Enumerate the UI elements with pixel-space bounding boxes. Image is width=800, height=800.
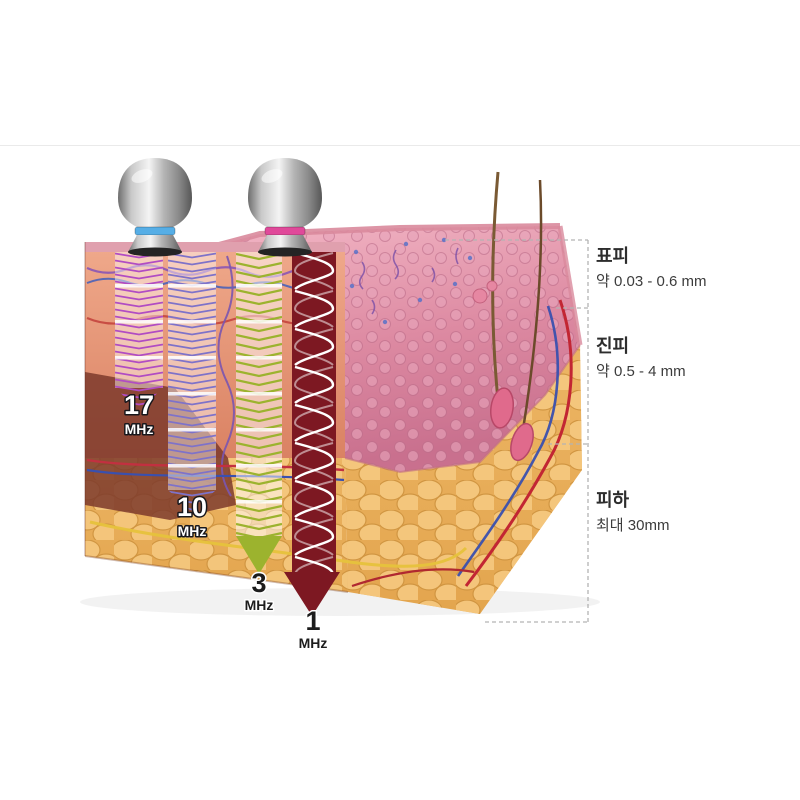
layer-label-epidermis: 표피 (596, 246, 629, 266)
left-transducer-dome (118, 158, 192, 227)
left-transducer-ring (134, 226, 176, 236)
blood-vessel-descending (217, 255, 235, 497)
freq-label-17: 17 (124, 390, 154, 420)
epidermis-edge-right (557, 225, 583, 346)
wave-1mhz-arrowhead (284, 572, 340, 616)
freq-unit-1: MHz (299, 635, 328, 651)
layer-label-dermis: 진피 (596, 336, 629, 356)
left-transducer-highlight (131, 169, 153, 183)
hair-strand-2 (520, 179, 543, 437)
hair-follicle-1 (490, 387, 514, 429)
wave-3mhz (236, 252, 282, 574)
right-fat-texture (345, 345, 582, 614)
sebaceous-gland-2 (486, 280, 498, 292)
wave-10mhz-gaps (168, 252, 216, 490)
layer-range-epidermis: 약 0.03 - 0.6 mm (596, 273, 707, 290)
right-transducer (248, 158, 322, 257)
hair-follicle-2 (510, 422, 534, 462)
capillary-dots (349, 237, 473, 325)
nerve-endings (358, 247, 459, 315)
wave-10mhz-tip (168, 490, 216, 512)
block-shadow (80, 588, 600, 616)
freq-unit-3: MHz (245, 597, 274, 613)
top-surface-texture (200, 226, 580, 472)
layer-range-dermis: 약 0.5 - 4 mm (596, 363, 686, 380)
freq-unit-10: MHz (178, 523, 207, 539)
right-transducer-ring (264, 226, 306, 236)
wave-1mhz-helix (292, 252, 336, 572)
left-transducer-tip (128, 235, 182, 252)
depth-bracket (445, 239, 589, 623)
wave-17mhz-tip (115, 388, 163, 410)
bottom-vessel-red (351, 568, 475, 588)
freq-label-1: 1 (305, 606, 320, 636)
wave-3mhz-gaps (236, 252, 282, 536)
right-transducer-highlight (261, 169, 283, 183)
freq-label-10: 10 (177, 492, 207, 522)
left-transducer (118, 158, 192, 257)
freq-label-3: 3 (251, 568, 266, 598)
right-transducer-dome (248, 158, 322, 227)
right-transducer-face (258, 247, 312, 257)
sebaceous-gland-1 (472, 288, 488, 304)
top-divider (0, 145, 800, 146)
wave-17mhz-gaps (115, 252, 163, 388)
layer-range-subcutis: 최대 30mm (596, 517, 669, 534)
freq-unit-17: MHz (125, 421, 154, 437)
wave-17mhz (115, 252, 163, 410)
wave-10mhz (168, 252, 216, 512)
left-transducer-face (128, 247, 182, 257)
right-transducer-tip (258, 235, 312, 252)
layer-label-subcutis: 피하 (596, 490, 630, 510)
wave-1mhz (284, 252, 340, 616)
deep-vessel-red (464, 299, 573, 587)
deep-vessel-blue (456, 305, 559, 577)
wave-3mhz-arrowhead (236, 536, 282, 574)
